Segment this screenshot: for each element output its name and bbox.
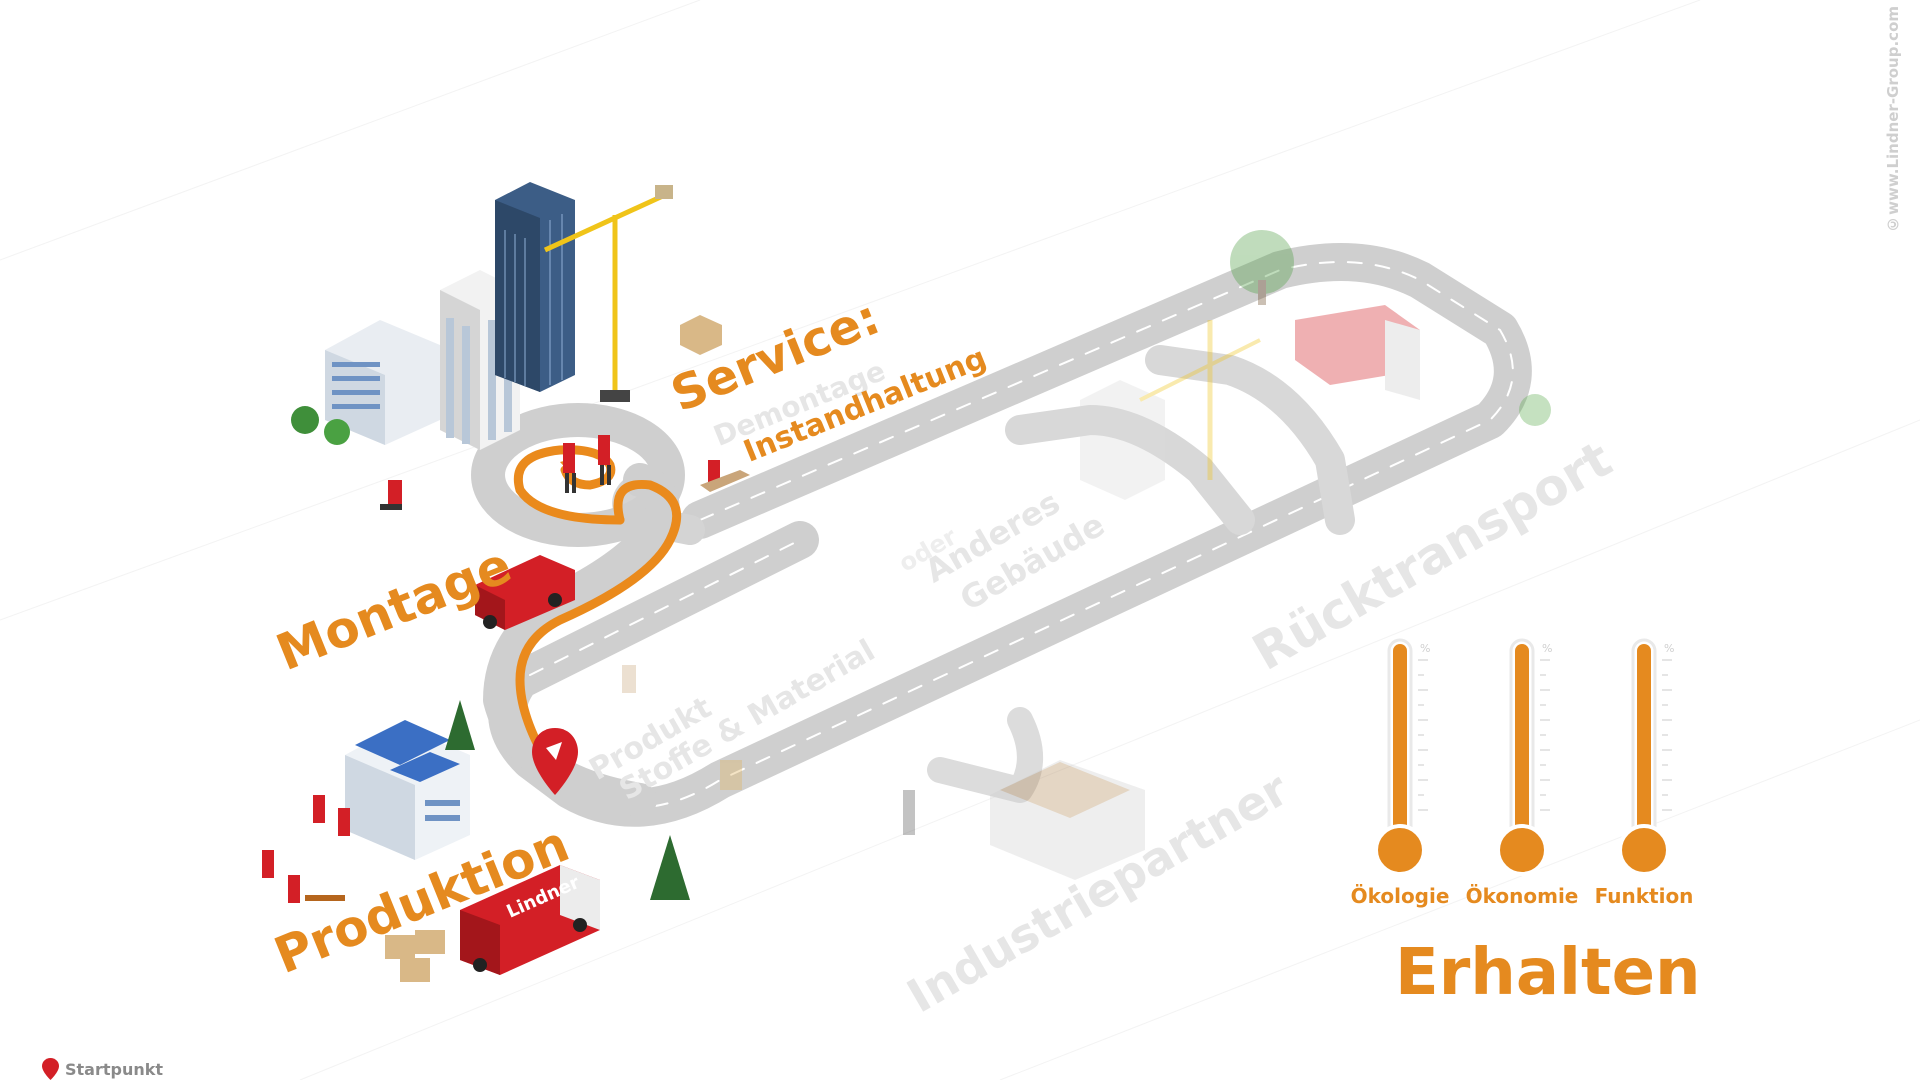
delivery-van [475,555,575,630]
workers-roundabout [380,435,750,510]
faded-scene-elements [622,230,1551,880]
legend-startpunkt: Startpunkt [42,1058,163,1080]
gauge-economy: % [1496,638,1552,876]
gauge-panel: % % % [1374,638,1674,876]
city-buildings [291,182,722,450]
workers-production [262,795,350,903]
start-pin [532,728,578,795]
gauge-label-economy: Ökonomie [1465,884,1579,908]
gauge-label-function: Funktion [1594,884,1694,908]
gauge-label-ecology: Ökologie [1350,884,1450,908]
production-factory [345,700,690,900]
gauge-function-unit: % [1664,642,1674,655]
gauge-ecology: % [1374,638,1430,876]
legend-startpunkt-label: Startpunkt [65,1059,164,1079]
map-pin-icon [42,1058,59,1080]
copyright-credit: ©www.Lindner-Group.com [1884,6,1902,233]
gauge-economy-unit: % [1542,642,1552,655]
lindner-truck-production: Lindner [385,865,600,982]
heading-erhalten: Erhalten [1395,936,1701,1010]
gauge-ecology-unit: % [1420,642,1430,655]
gauge-function: % [1618,638,1674,876]
